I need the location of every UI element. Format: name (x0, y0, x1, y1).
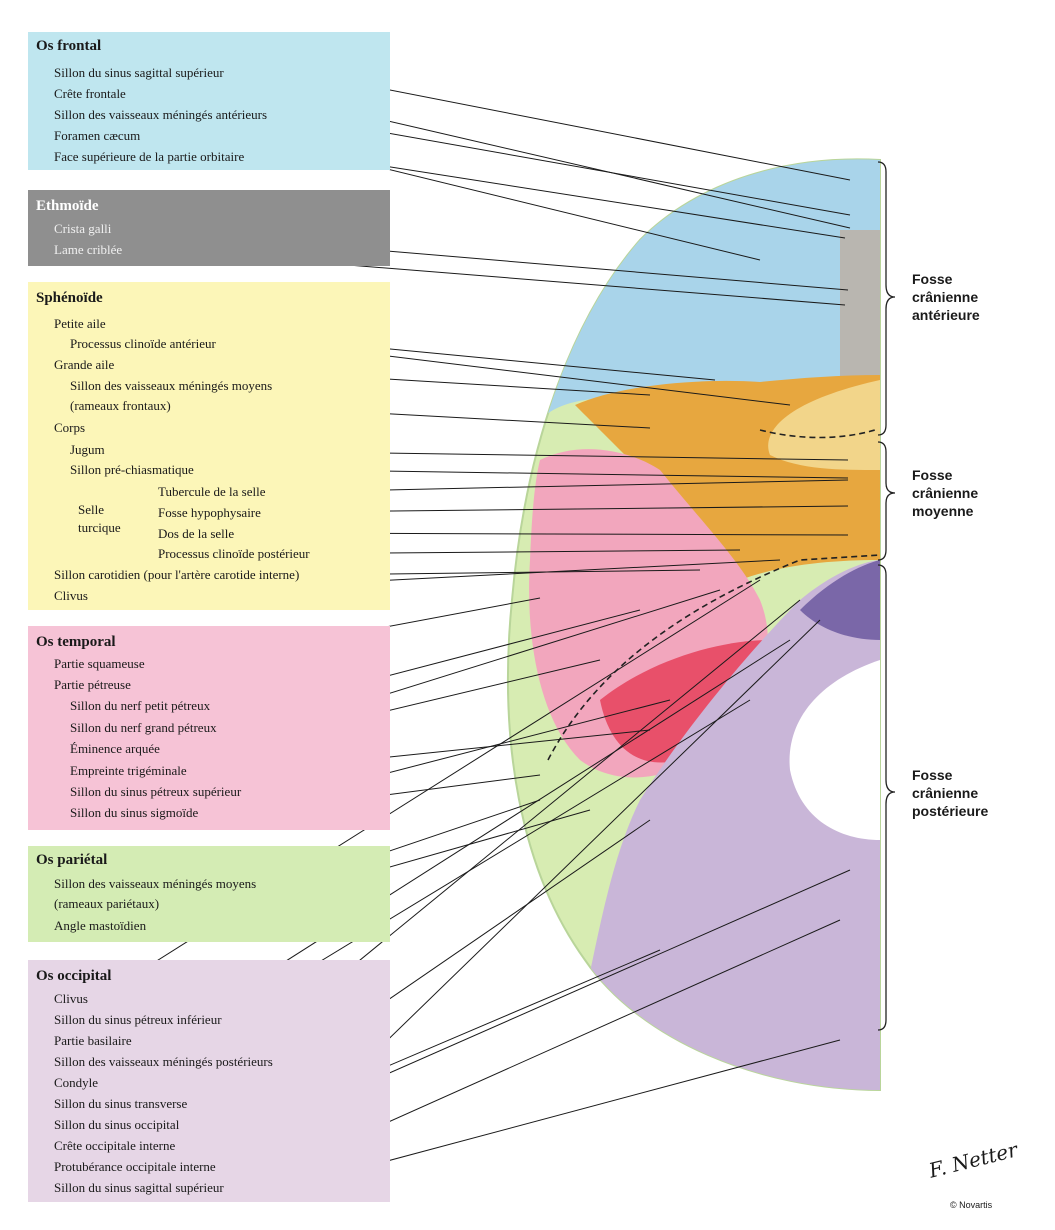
label-item: Sillon du sinus occipital (54, 1117, 179, 1132)
label-item: Sillon du sinus sigmoïde (70, 805, 198, 820)
label-item: Sillon du sinus sagittal supérieur (54, 1180, 224, 1195)
label-item: Partie pétreuse (54, 677, 131, 692)
fossa-anterior-label: Fosse crânienne antérieure (912, 270, 980, 324)
label-item: Sillon du nerf grand pétreux (70, 720, 217, 735)
sphenoid-box: Sphénoïde Petite aile Processus clinoïde… (28, 282, 390, 610)
label-item: Sillon du sinus transverse (54, 1096, 187, 1111)
parietal-box: Os pariétal Sillon des vaisseaux méningé… (28, 846, 390, 942)
label-item: Sillon des vaisseaux méningés moyens (54, 876, 256, 891)
turcique-label: turcique (78, 520, 121, 535)
group-title: Os temporal (36, 634, 116, 651)
label-item: Protubérance occipitale interne (54, 1159, 216, 1174)
label-item: Condyle (54, 1075, 98, 1090)
fossa-posterior-label: Fosse crânienne postérieure (912, 766, 988, 820)
temporal-box: Os temporal Partie squameuse Partie pétr… (28, 626, 390, 830)
fossa-word: antérieure (912, 306, 980, 324)
label-item: Foramen cæcum (54, 128, 140, 143)
ethmoid-box: Ethmoïde Crista galli Lame criblée (28, 190, 390, 266)
label-item: Petite aile (54, 316, 106, 331)
label-item: Éminence arquée (70, 741, 160, 756)
label-item: Grande aile (54, 357, 114, 372)
label-item: Corps (54, 420, 85, 435)
label-item: Sillon du sinus pétreux supérieur (70, 784, 241, 799)
selle-label: Selle (78, 502, 104, 517)
group-title: Sphénoïde (36, 290, 103, 307)
fossa-word: postérieure (912, 802, 988, 820)
label-item: Lame criblée (54, 242, 122, 257)
label-item: Angle mastoïdien (54, 918, 146, 933)
ethmoid-region (840, 230, 880, 380)
label-item: Tubercule de la selle (158, 484, 265, 499)
label-item: Face supérieure de la partie orbitaire (54, 149, 244, 164)
label-item: Sillon carotidien (pour l'artère carotid… (54, 567, 299, 582)
label-item: Sillon du sinus pétreux inférieur (54, 1012, 222, 1027)
label-item: Empreinte trigéminale (70, 763, 187, 778)
label-item: Sillon du sinus sagittal supérieur (54, 65, 224, 80)
label-item: Fosse hypophysaire (158, 505, 261, 520)
copyright-text: © Novartis (950, 1200, 992, 1210)
label-item: Sillon des vaisseaux méningés moyens (70, 378, 272, 393)
label-item: Processus clinoïde postérieur (158, 546, 310, 561)
label-item: Processus clinoïde antérieur (70, 336, 216, 351)
group-title: Os frontal (36, 38, 101, 55)
label-item: Sillon du nerf petit pétreux (70, 698, 210, 713)
fossa-word: Fosse (912, 466, 978, 484)
group-title: Ethmoïde (36, 198, 99, 215)
group-title: Os occipital (36, 968, 111, 985)
label-item: Crête occipitale interne (54, 1138, 175, 1153)
label-item: Clivus (54, 588, 88, 603)
label-item: Partie basilaire (54, 1033, 132, 1048)
fossa-word: moyenne (912, 502, 978, 520)
label-item: Sillon pré-chiasmatique (70, 462, 194, 477)
fossa-word: crânienne (912, 288, 980, 306)
label-item: Jugum (70, 442, 105, 457)
label-item: Partie squameuse (54, 656, 145, 671)
group-title: Os pariétal (36, 852, 107, 869)
label-item: Clivus (54, 991, 88, 1006)
label-item: (rameaux pariétaux) (54, 896, 159, 911)
label-item: Sillon des vaisseaux méningés postérieur… (54, 1054, 273, 1069)
fossa-word: Fosse (912, 270, 980, 288)
fossa-word: crânienne (912, 484, 978, 502)
label-item: Crista galli (54, 221, 111, 236)
fossa-middle-label: Fosse crânienne moyenne (912, 466, 978, 520)
occipital-box: Os occipital Clivus Sillon du sinus pétr… (28, 960, 390, 1202)
frontal-box: Os frontal Sillon du sinus sagittal supé… (28, 32, 390, 170)
label-item: Crête frontale (54, 86, 126, 101)
label-item: Dos de la selle (158, 526, 234, 541)
label-item: Sillon des vaisseaux méningés antérieurs (54, 107, 267, 122)
fossa-word: crânienne (912, 784, 988, 802)
fossa-word: Fosse (912, 766, 988, 784)
label-item: (rameaux frontaux) (70, 398, 171, 413)
